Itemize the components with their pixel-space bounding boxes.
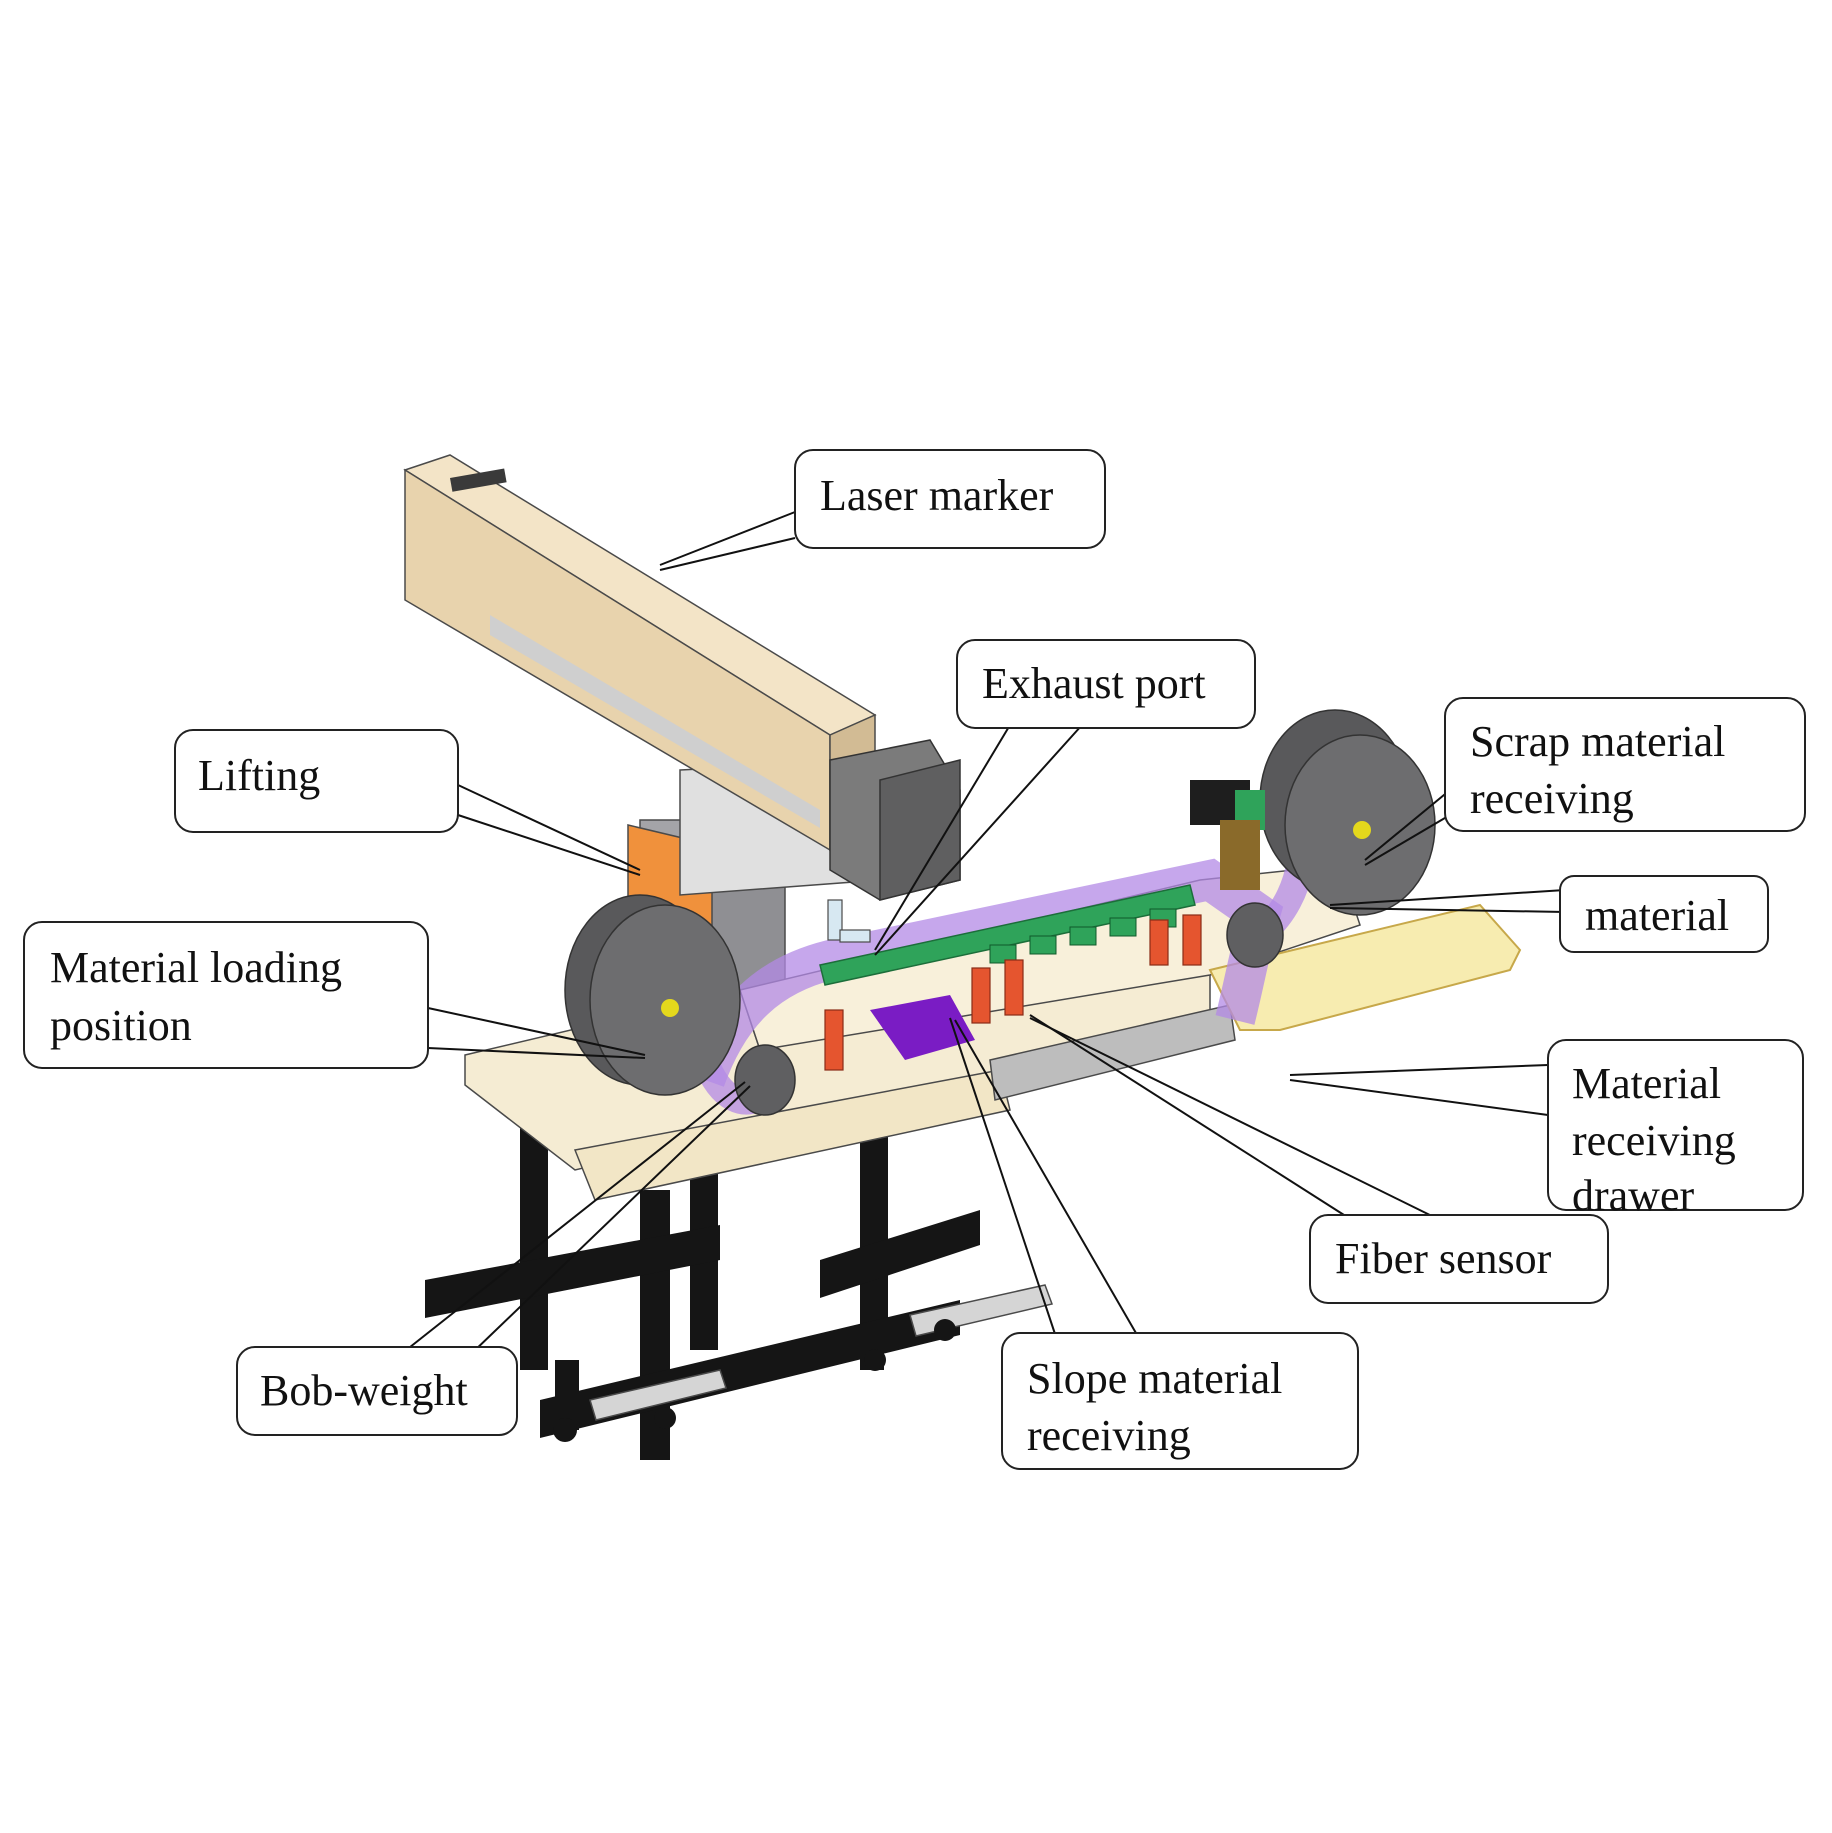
- leveling-feet: [553, 1284, 1053, 1442]
- label-material: material: [1585, 891, 1729, 940]
- label-laser-marker: Laser marker: [820, 471, 1054, 520]
- label-material-loading-position-line1: Material loading: [50, 943, 342, 992]
- label-slope-material-receiving-line2: receiving: [1027, 1411, 1191, 1460]
- label-material-receiving-drawer-line2: receiving: [1572, 1116, 1736, 1165]
- label-fiber-sensor: Fiber sensor: [1335, 1234, 1552, 1283]
- label-material-receiving-drawer-line1: Material: [1572, 1059, 1721, 1108]
- loading-roll: [564, 894, 796, 1116]
- label-exhaust-port: Exhaust port: [982, 659, 1206, 708]
- callout-scrap-material-receiving: Scrap material receiving: [1444, 697, 1806, 832]
- callout-laser-marker: Laser marker: [794, 449, 1106, 549]
- callout-exhaust-port: Exhaust port: [956, 639, 1256, 729]
- laser-marker-unit: [403, 454, 961, 901]
- scrap-roll: [1190, 709, 1436, 968]
- label-bob-weight: Bob-weight: [260, 1366, 468, 1415]
- machine-illustration: [403, 454, 1522, 1460]
- label-lifting: Lifting: [198, 751, 320, 800]
- callout-material-receiving-drawer: Material receiving drawer: [1547, 1039, 1804, 1220]
- leader-lines: [399, 511, 1566, 1356]
- receiving-drawer: [1208, 903, 1522, 1031]
- callout-fiber-sensor: Fiber sensor: [1309, 1214, 1609, 1304]
- label-slope-material-receiving-line1: Slope material: [1027, 1354, 1282, 1403]
- callout-slope-material-receiving: Slope material receiving: [1001, 1332, 1359, 1470]
- exhaust-pipe: [827, 899, 871, 943]
- label-scrap-material-receiving-line2: receiving: [1470, 774, 1634, 823]
- fiber-sensors: [824, 914, 1202, 1071]
- label-scrap-material-receiving-line1: Scrap material: [1470, 717, 1725, 766]
- callout-material-loading-position: Material loading position: [23, 921, 429, 1069]
- callout-bob-weight: Bob-weight: [236, 1346, 518, 1436]
- callout-lifting: Lifting: [174, 729, 459, 833]
- label-material-loading-position-line2: position: [50, 1001, 192, 1050]
- callout-material: material: [1559, 875, 1769, 953]
- label-material-receiving-drawer-line3: drawer: [1572, 1171, 1694, 1220]
